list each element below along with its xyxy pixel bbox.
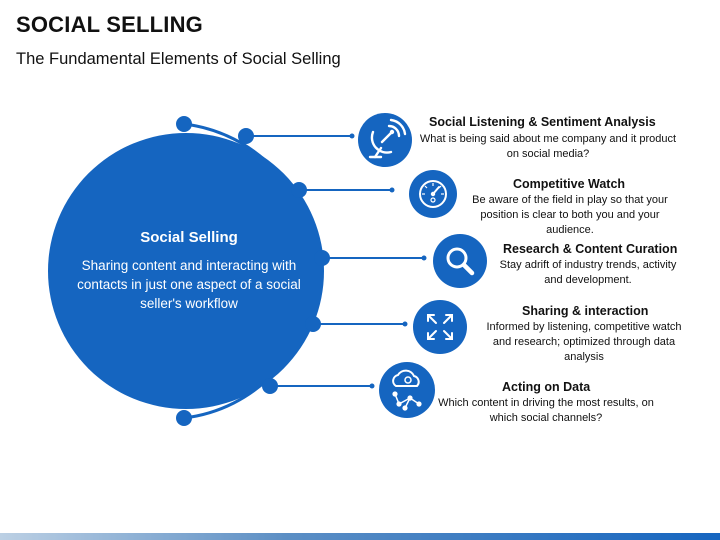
item-title-sharing-interaction: Sharing & interaction: [522, 304, 649, 318]
item-desc-acting-on-data: Which content in driving the most result…: [438, 397, 654, 424]
item-desc-research-curation: Stay adrift of industry trends, activity…: [499, 259, 677, 286]
hub-title: Social Selling: [140, 229, 238, 246]
slide-subtitle: The Fundamental Elements of Social Selli…: [16, 50, 341, 68]
gauge-icon: [409, 170, 457, 218]
magnifier-icon: [433, 234, 487, 288]
connector-3: [314, 250, 427, 266]
item-title-acting-on-data: Acting on Data: [502, 380, 591, 394]
connector-5: [262, 378, 375, 394]
arc-end-dot-top: [176, 116, 192, 132]
item-title-social-listening: Social Listening & Sentiment Analysis: [429, 115, 656, 129]
arc-end-dot-bottom: [176, 410, 192, 426]
connector-2: [291, 182, 395, 198]
cloud-network-icon: [379, 362, 435, 418]
hub-description: Sharing content and interacting with con…: [77, 258, 301, 311]
connector-1: [238, 128, 355, 144]
footer-bar: [0, 533, 720, 540]
item-title-research-curation: Research & Content Curation: [503, 242, 678, 256]
item-desc-sharing-interaction: Informed by listening, competitive watch…: [486, 321, 682, 363]
hub-circle: [48, 133, 324, 409]
connector-4: [305, 316, 408, 332]
item-desc-competitive-watch: Be aware of the field in play so that yo…: [472, 194, 668, 236]
satellite-dish-icon: [358, 113, 412, 167]
expand-arrows-icon: [413, 300, 467, 354]
slide-title: SOCIAL SELLING: [16, 12, 203, 37]
item-desc-social-listening: What is being said about me company and …: [419, 133, 677, 160]
item-title-competitive-watch: Competitive Watch: [513, 177, 626, 191]
